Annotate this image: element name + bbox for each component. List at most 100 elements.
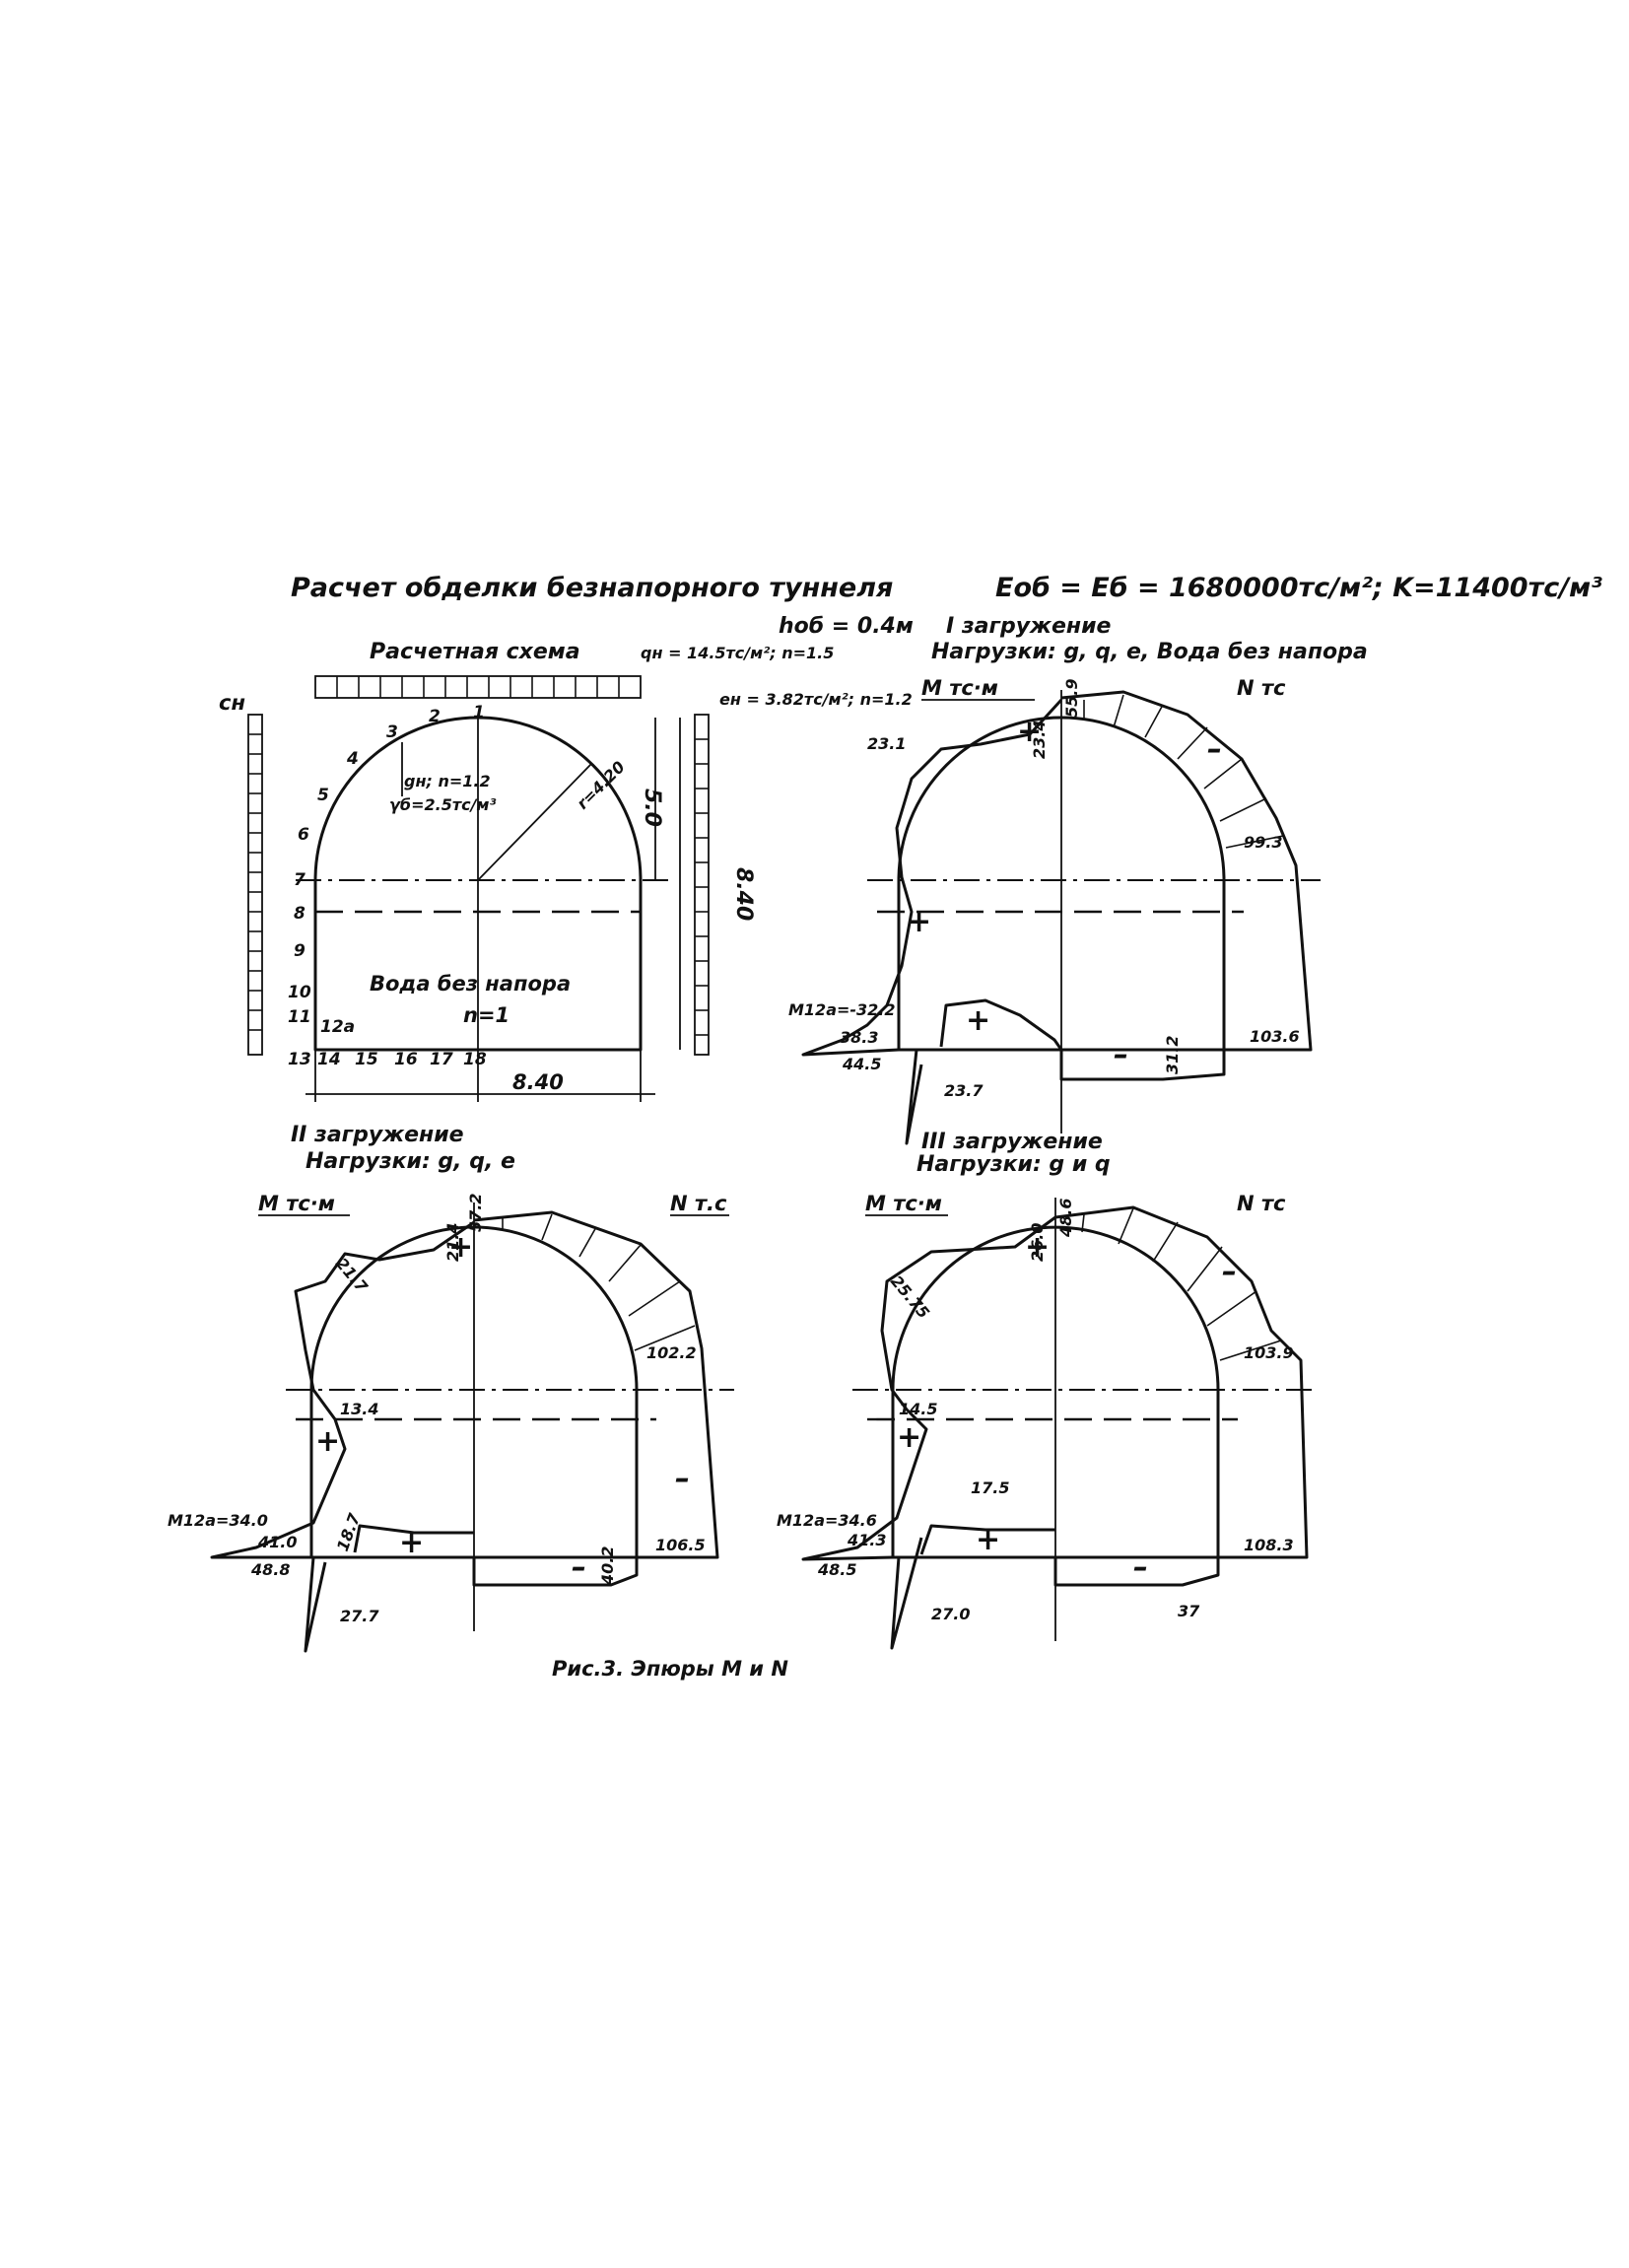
case3-n-hatch: [1081, 1207, 1282, 1361]
case2-m-diagram-floor: [353, 1524, 474, 1553]
case1-loads: Нагрузки: g, q, e, Вода без напора: [931, 640, 1368, 664]
top-load-hatch: [336, 676, 620, 698]
case3-plus-wall: +: [897, 1420, 921, 1455]
left-spring-hatch: [248, 733, 262, 1031]
case3-m-spike: [890, 1537, 923, 1650]
case3-m-14-5: 14.5: [899, 1400, 937, 1418]
case2-loads: Нагрузки: g, q, e: [305, 1149, 515, 1174]
case3-m-41-3: 41.3: [847, 1531, 886, 1549]
load-case-3: III загружение Нагрузки: g и q М тс·м N …: [777, 1130, 1316, 1650]
case1-n-103-6: 103.6: [1250, 1027, 1300, 1046]
case3-loads: Нагрузки: g и q: [916, 1152, 1111, 1177]
node-9: 9: [294, 941, 305, 961]
case1-tunnel: [897, 716, 1226, 1052]
case2-n-40-2: 40.2: [598, 1546, 617, 1586]
case1-m-label: М тс·м: [921, 676, 998, 700]
case1-n-label: N тс: [1237, 676, 1286, 700]
node-14: 14: [317, 1050, 341, 1069]
case3-m-diagram-floor: [919, 1524, 1055, 1555]
case2-minus-n: –: [675, 1462, 690, 1496]
case1-m-12a: M12a=-32.2: [788, 1000, 896, 1019]
thickness-label: hоб = 0.4м: [779, 614, 914, 639]
node-12a-label: 12а: [320, 1017, 355, 1037]
case1-heading: I загружение: [946, 614, 1111, 639]
case3-m-26-0: 26.0: [1028, 1223, 1047, 1262]
case3-n-floor: [1053, 1557, 1220, 1587]
case2-tunnel: [309, 1225, 639, 1559]
case1-m-44-5: 44.5: [842, 1055, 881, 1073]
calculation-scheme: Расчетная схема qн = 14.5тс/м²; n=1.5 cн: [219, 640, 913, 1102]
case2-m-48-8: 48.8: [250, 1560, 290, 1579]
weight-label: gн; n=1.2: [404, 772, 491, 790]
case3-m-label: М тс·м: [865, 1192, 942, 1215]
node-7: 7: [294, 870, 305, 890]
case2-n-102-2: 102.2: [646, 1343, 697, 1362]
case1-n-31-2: 31.2: [1163, 1036, 1182, 1074]
case3-m-diagram-upper: [801, 1215, 1056, 1561]
node-13: 13: [288, 1050, 311, 1069]
load-case-2: II загружение Нагрузки: g, q, e М тс·м N…: [168, 1123, 734, 1653]
case3-n-37: 37: [1178, 1602, 1200, 1620]
case1-m-23-7: 23.7: [944, 1081, 984, 1100]
case2-n-57-2: 57.2: [466, 1194, 485, 1232]
case2-m-12a: M12a=34.0: [168, 1511, 268, 1530]
case2-plus-sign: +: [448, 1230, 473, 1265]
case3-n-48-6: 48.6: [1056, 1199, 1075, 1238]
case1-plus-floor: +: [966, 1003, 990, 1038]
node-6: 6: [298, 825, 309, 845]
case3-minus-n: –: [1222, 1255, 1237, 1289]
case2-heading: II загружение: [291, 1123, 464, 1147]
case1-n-floor: [1059, 1050, 1226, 1081]
radius-label: r=4.20: [573, 757, 628, 812]
case1-m-spike: [905, 1049, 923, 1145]
total-height-label: 8.40: [731, 867, 756, 921]
node-17: 17: [430, 1050, 453, 1069]
case3-plus-floor: +: [976, 1523, 1000, 1557]
case2-n-hatch: [502, 1213, 696, 1351]
tunnel-outline: [313, 716, 643, 1052]
right-load-label: eн = 3.82тс/м²; n=1.2: [719, 690, 913, 709]
node-18: 18: [463, 1050, 487, 1069]
left-load-label: cн: [219, 691, 245, 715]
density-label: γб=2.5тс/м³: [389, 795, 497, 814]
node-4: 4: [346, 749, 359, 769]
node-5: 5: [317, 786, 329, 805]
arch-height-label: 5.0: [640, 789, 664, 827]
case3-m-17-5: 17.5: [971, 1478, 1009, 1497]
case3-n-label: N тс: [1237, 1192, 1286, 1215]
node-8: 8: [294, 904, 305, 924]
case1-m-38-3: 38.3: [840, 1028, 878, 1047]
case1-m-23-4: 23.4: [1030, 721, 1049, 759]
case2-m-spike: [304, 1556, 327, 1653]
case1-minus-n: –: [1207, 732, 1222, 767]
node-16: 16: [394, 1050, 418, 1069]
case1-n-hatch: [1083, 694, 1284, 849]
node-10: 10: [288, 983, 311, 1002]
load-case-1: I загружение Нагрузки: g, q, e, Вода без…: [788, 614, 1368, 1145]
scheme-heading: Расчетная схема: [370, 640, 580, 664]
case3-n-108-3: 108.3: [1244, 1536, 1294, 1554]
left-spring-strip: [247, 714, 263, 1056]
main-title: Расчет обделки безнапорного туннеля: [291, 573, 893, 603]
case2-n-floor: [472, 1557, 639, 1587]
case2-n-diagram: [473, 1210, 719, 1559]
case2-n-label: N т.с: [670, 1192, 727, 1215]
case3-heading: III загружение: [921, 1130, 1103, 1154]
case2-n-106-5: 106.5: [655, 1536, 706, 1554]
case3-n-diagram: [1054, 1205, 1309, 1559]
right-pressure-hatch: [695, 738, 709, 1036]
case2-m-label: М тс·м: [258, 1192, 335, 1215]
moduli-label: Eоб = Eб = 1680000тс/м²; K=11400тс/м³: [995, 573, 1602, 603]
case1-m-23-1: 23.1: [867, 734, 906, 753]
case3-n-103-9: 103.9: [1244, 1343, 1294, 1362]
case1-n-99-3: 99.3: [1244, 833, 1282, 852]
node-1: 1: [473, 703, 485, 722]
case2-m-41-0: 41.0: [257, 1533, 297, 1551]
case1-n-55-9: 55.9: [1062, 679, 1081, 718]
case1-m-diagram-floor: [939, 998, 1063, 1051]
case2-m-21-7: 21.7: [332, 1254, 372, 1296]
figure-caption: Рис.3. Эпюры М и N: [552, 1657, 788, 1681]
case3-m-27-0: 27.0: [931, 1605, 970, 1623]
case2-m-diagram-upper: [210, 1220, 475, 1559]
